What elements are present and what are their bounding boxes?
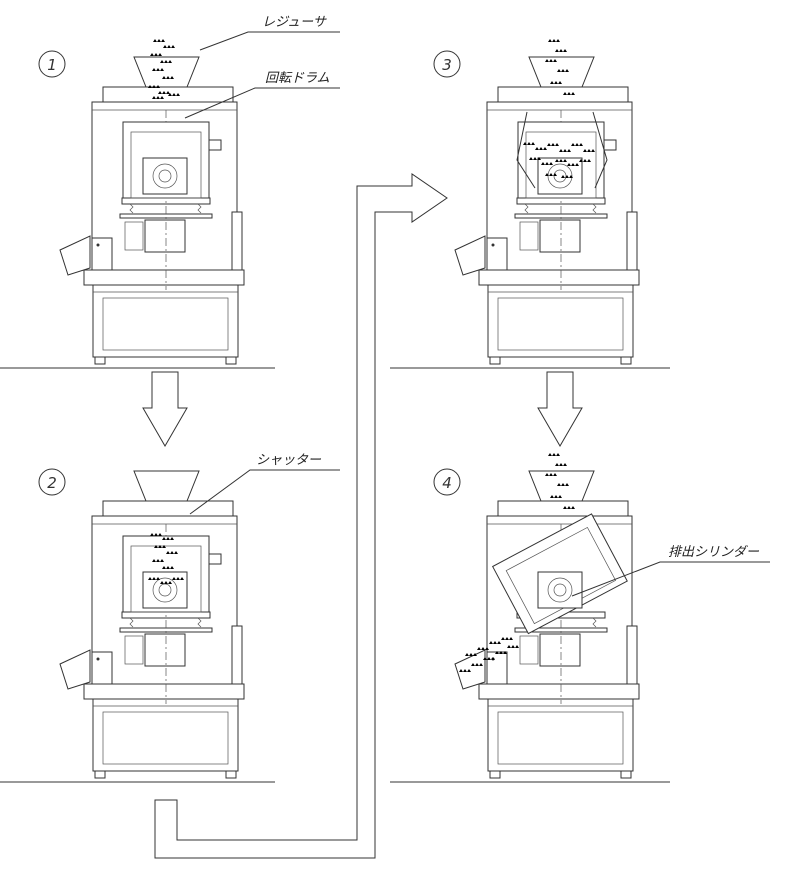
shutter-leader (189, 469, 340, 515)
step-1-number: 1 (47, 56, 57, 74)
return-path-arrow-icon (154, 173, 448, 859)
step-2-badge (38, 468, 66, 496)
step-2-number: 2 (47, 474, 57, 492)
step-3-number: 3 (442, 56, 452, 74)
step-1-badge (38, 50, 66, 78)
rotary-drum-label: 回転ドラム (265, 71, 330, 86)
discharge-cylinder-leader (571, 561, 770, 597)
step-1-machine (0, 39, 276, 369)
step-3-badge (433, 50, 461, 78)
discharge-cylinder-label: 排出シリンダー (668, 545, 760, 560)
reducer-label: レジューサ (262, 15, 327, 30)
reducer-leader (199, 31, 340, 51)
step-2-machine (0, 470, 276, 783)
step-4-number: 4 (442, 474, 452, 492)
step-3-machine (389, 39, 671, 369)
shutter-label: シャッター (256, 453, 322, 468)
down-arrow-icon (142, 371, 188, 447)
step-4-badge (433, 468, 461, 496)
rotary-drum-leader (184, 87, 340, 119)
down-arrow-icon (537, 371, 583, 447)
step-4-machine (389, 453, 671, 783)
